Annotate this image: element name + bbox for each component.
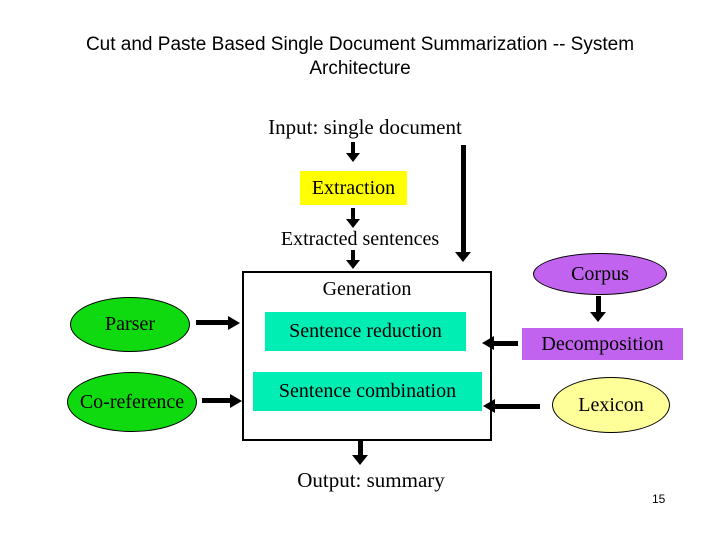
arrow-extraction-to-sentences-shaft bbox=[351, 208, 355, 219]
slide-title-line2: Architecture bbox=[309, 58, 411, 79]
lexicon-label: Lexicon bbox=[578, 393, 644, 416]
arrow-parser-to-generation-head-icon bbox=[228, 316, 240, 330]
coreference-ellipse: Co-reference bbox=[67, 372, 197, 432]
lexicon-ellipse: Lexicon bbox=[552, 377, 670, 433]
sentence-reduction-label: Sentence reduction bbox=[289, 320, 442, 342]
arrow-input-to-extraction-head-icon bbox=[346, 153, 360, 162]
arrow-input-to-extraction-shaft bbox=[351, 142, 355, 153]
arrow-extraction-to-sentences-head-icon bbox=[346, 219, 360, 228]
arrow-corpus-to-decomposition-head-icon bbox=[590, 312, 606, 322]
arrow-decomposition-to-generation-head-icon bbox=[482, 336, 494, 350]
arrow-coreference-to-generation-head-icon bbox=[230, 394, 242, 408]
generation-label: Generation bbox=[322, 278, 412, 300]
arrow-lexicon-to-generation-shaft bbox=[495, 404, 540, 409]
arrow-sentences-to-generation-head-icon bbox=[346, 260, 360, 269]
decomposition-box: Decomposition bbox=[522, 328, 683, 360]
arrow-document-to-generation-head-icon bbox=[455, 252, 471, 262]
arrow-coreference-to-generation-shaft bbox=[202, 398, 230, 403]
arrow-generation-to-output-shaft bbox=[358, 441, 363, 455]
parser-ellipse: Parser bbox=[70, 297, 190, 352]
sentence-combination-box: Sentence combination bbox=[253, 372, 482, 411]
arrow-generation-to-output-head-icon bbox=[352, 455, 368, 465]
input-label: Input: single document bbox=[268, 115, 462, 139]
sentence-reduction-box: Sentence reduction bbox=[265, 312, 466, 351]
slide-title-line1: Cut and Paste Based Single Document Summ… bbox=[85, 34, 635, 55]
generation-box: Generation Sentence reduction Sentence c… bbox=[242, 271, 492, 441]
parser-label: Parser bbox=[105, 313, 155, 335]
arrow-parser-to-generation-shaft bbox=[196, 320, 228, 325]
decomposition-label: Decomposition bbox=[541, 332, 664, 355]
arrow-document-to-generation-shaft bbox=[461, 145, 466, 252]
arrow-lexicon-to-generation-head-icon bbox=[483, 399, 495, 413]
arrow-decomposition-to-generation-shaft bbox=[494, 341, 518, 346]
arrow-corpus-to-decomposition-shaft bbox=[596, 296, 601, 312]
extraction-label: Extraction bbox=[311, 176, 396, 199]
slide-title: Cut and Paste Based Single Document Summ… bbox=[36, 33, 684, 81]
corpus-ellipse: Corpus bbox=[533, 253, 667, 295]
sentence-combination-label: Sentence combination bbox=[278, 380, 457, 402]
corpus-label: Corpus bbox=[571, 262, 629, 285]
arrow-sentences-to-generation-shaft bbox=[351, 250, 355, 260]
output-label: Output: summary bbox=[297, 468, 445, 492]
coreference-label: Co-reference bbox=[79, 390, 185, 413]
page-number: 15 bbox=[652, 492, 666, 506]
extraction-box: Extraction bbox=[300, 171, 407, 205]
extracted-sentences-label: Extracted sentences bbox=[280, 228, 440, 250]
